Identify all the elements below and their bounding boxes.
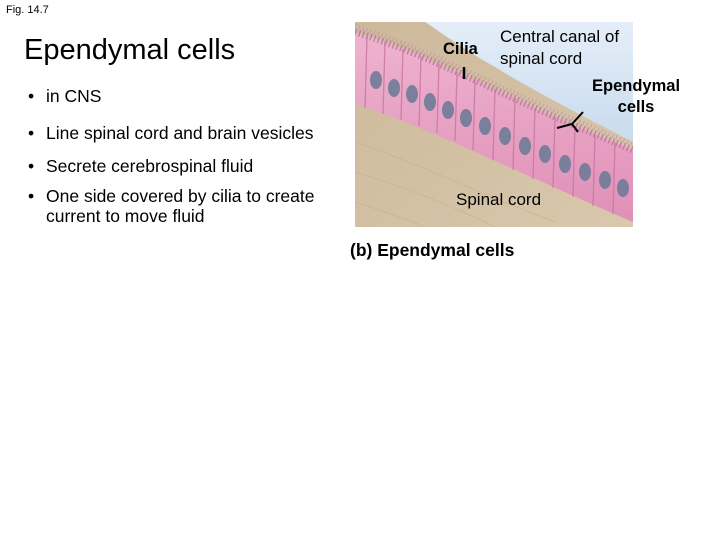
cilia-label: Cilia (443, 40, 478, 58)
central-canal-label-line1: Central canal of (500, 27, 620, 46)
figure-caption: (b) Ependymal cells (350, 240, 515, 260)
ependymal-label-line1: Ependymal (592, 77, 681, 95)
ependymal-label-line2: cells (617, 98, 655, 116)
slide-title: Ependymal cells (24, 34, 236, 66)
bullet-list: in CNS Line spinal cord and brain vesicl… (27, 86, 327, 240)
central-canal-label-line2: spinal cord (500, 49, 583, 68)
spinal-cord-label: Spinal cord (456, 190, 542, 209)
bullet-item: Secrete cerebrospinal fluid (27, 156, 327, 177)
figure-number: Fig. 14.7 (6, 4, 49, 16)
ependymal-cells-label: Ependymal cells (592, 76, 680, 118)
bullet-item: One side covered by cilia to create curr… (27, 186, 327, 226)
central-canal-label: Central canal of spinal cord (500, 26, 619, 70)
bullet-item: Line spinal cord and brain vesicles (27, 123, 327, 144)
bullet-item: in CNS (27, 86, 327, 107)
